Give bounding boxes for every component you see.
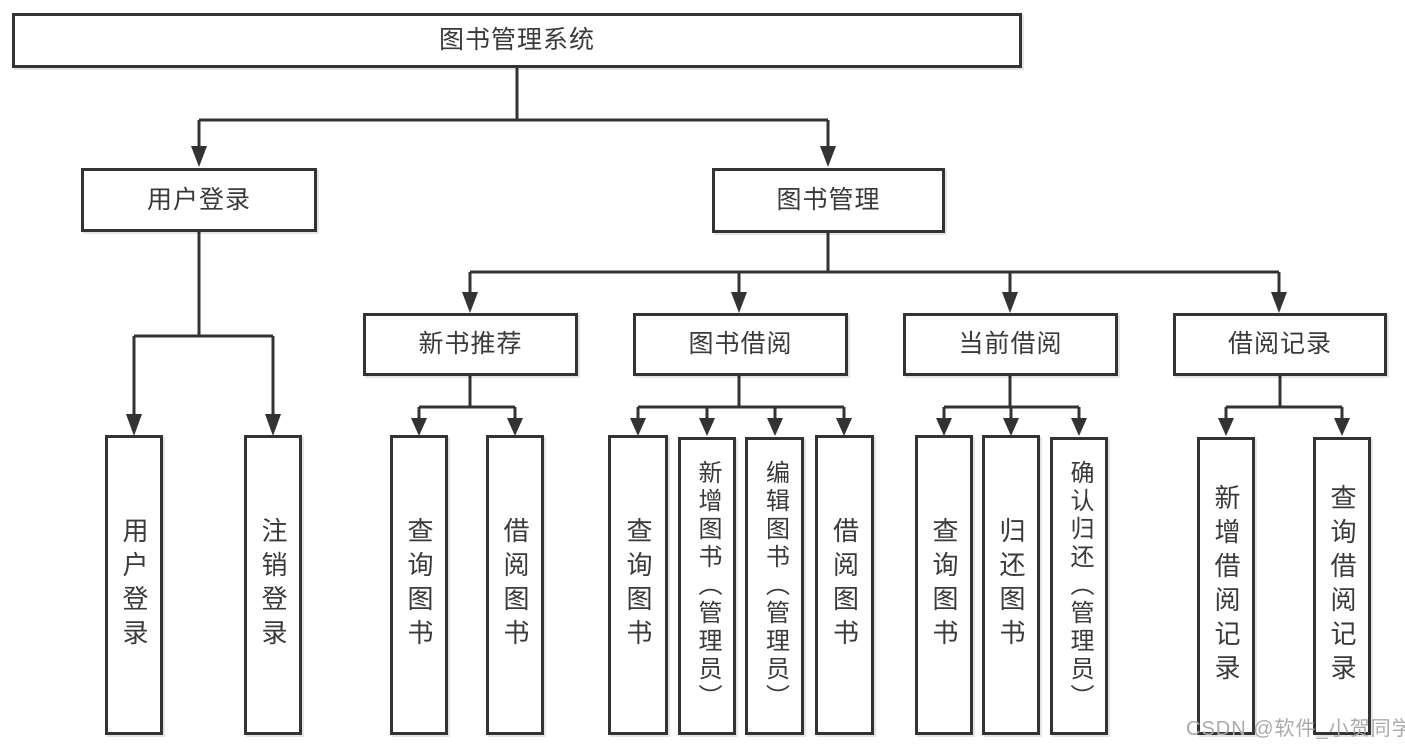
node-root: 图书管理系统: [12, 13, 1022, 68]
leaf-add-book-admin-label: 新增图书（管理员）: [694, 460, 721, 712]
leaf-query-book-recommend-label: 查询图书: [404, 517, 434, 653]
leaf-add-book-admin: 新增图书（管理员）: [678, 437, 736, 735]
node-current-borrow-label: 当前借阅: [958, 330, 1063, 358]
leaf-user-login: 用户登录: [105, 435, 163, 735]
leaf-confirm-return-admin-label: 确认归还（管理员）: [1066, 460, 1093, 712]
leaf-query-borrow-record-label: 查询借阅记录: [1327, 484, 1357, 688]
leaf-query-book-recommend: 查询图书: [390, 435, 448, 735]
leaf-borrow-book-recommend: 借阅图书: [486, 435, 544, 735]
leaf-confirm-return-admin: 确认归还（管理员）: [1050, 437, 1108, 735]
leaf-user-login-label: 用户登录: [119, 517, 149, 653]
leaf-query-book-borrow-label: 查询图书: [623, 517, 653, 653]
leaf-edit-book-admin: 编辑图书（管理员）: [745, 437, 804, 735]
node-book-borrow-label: 图书借阅: [688, 330, 793, 358]
node-root-label: 图书管理系统: [438, 26, 595, 54]
leaf-query-borrow-record: 查询借阅记录: [1313, 437, 1371, 735]
leaf-borrow-book-label: 借阅图书: [829, 517, 860, 653]
leaf-query-book-current: 查询图书: [915, 435, 973, 735]
node-user-login-label: 用户登录: [146, 185, 251, 214]
node-new-book-recommend-label: 新书推荐: [418, 330, 523, 358]
leaf-borrow-book-recommend-label: 借阅图书: [500, 517, 530, 653]
leaf-query-book-borrow: 查询图书: [608, 435, 668, 735]
leaf-logout-login-label: 注销登录: [258, 517, 288, 653]
node-borrow-records: 借阅记录: [1173, 313, 1387, 376]
leaf-logout-login: 注销登录: [244, 435, 302, 735]
node-user-login: 用户登录: [81, 168, 317, 232]
leaf-add-borrow-record-label: 新增借阅记录: [1211, 484, 1241, 688]
leaf-borrow-book: 借阅图书: [815, 435, 874, 735]
node-new-book-recommend: 新书推荐: [363, 313, 578, 376]
node-book-borrow: 图书借阅: [633, 313, 848, 376]
leaf-return-book: 归还图书: [982, 435, 1040, 735]
node-book-management: 图书管理: [712, 168, 945, 233]
leaf-edit-book-admin-label: 编辑图书（管理员）: [761, 460, 789, 712]
leaf-return-book-label: 归还图书: [996, 517, 1026, 653]
node-current-borrow: 当前借阅: [903, 313, 1118, 376]
node-book-management-label: 图书管理: [776, 186, 881, 214]
leaf-query-book-current-label: 查询图书: [929, 517, 959, 653]
watermark: CSDN @软件_小贺同学: [1186, 718, 1405, 740]
leaf-add-borrow-record: 新增借阅记录: [1197, 437, 1255, 735]
node-borrow-records-label: 借阅记录: [1227, 330, 1332, 358]
